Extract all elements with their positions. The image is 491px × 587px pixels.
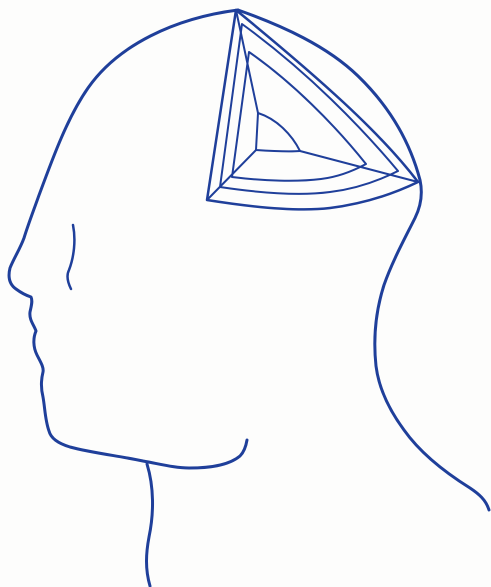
back-head-neck-line — [238, 10, 489, 510]
head-outline — [9, 10, 247, 468]
cutaway-layer-2 — [232, 52, 366, 181]
cutaway-core — [256, 113, 300, 151]
eye-mark — [68, 225, 75, 289]
cutaway-layer-1 — [220, 24, 398, 194]
neck-front-line — [147, 464, 153, 586]
